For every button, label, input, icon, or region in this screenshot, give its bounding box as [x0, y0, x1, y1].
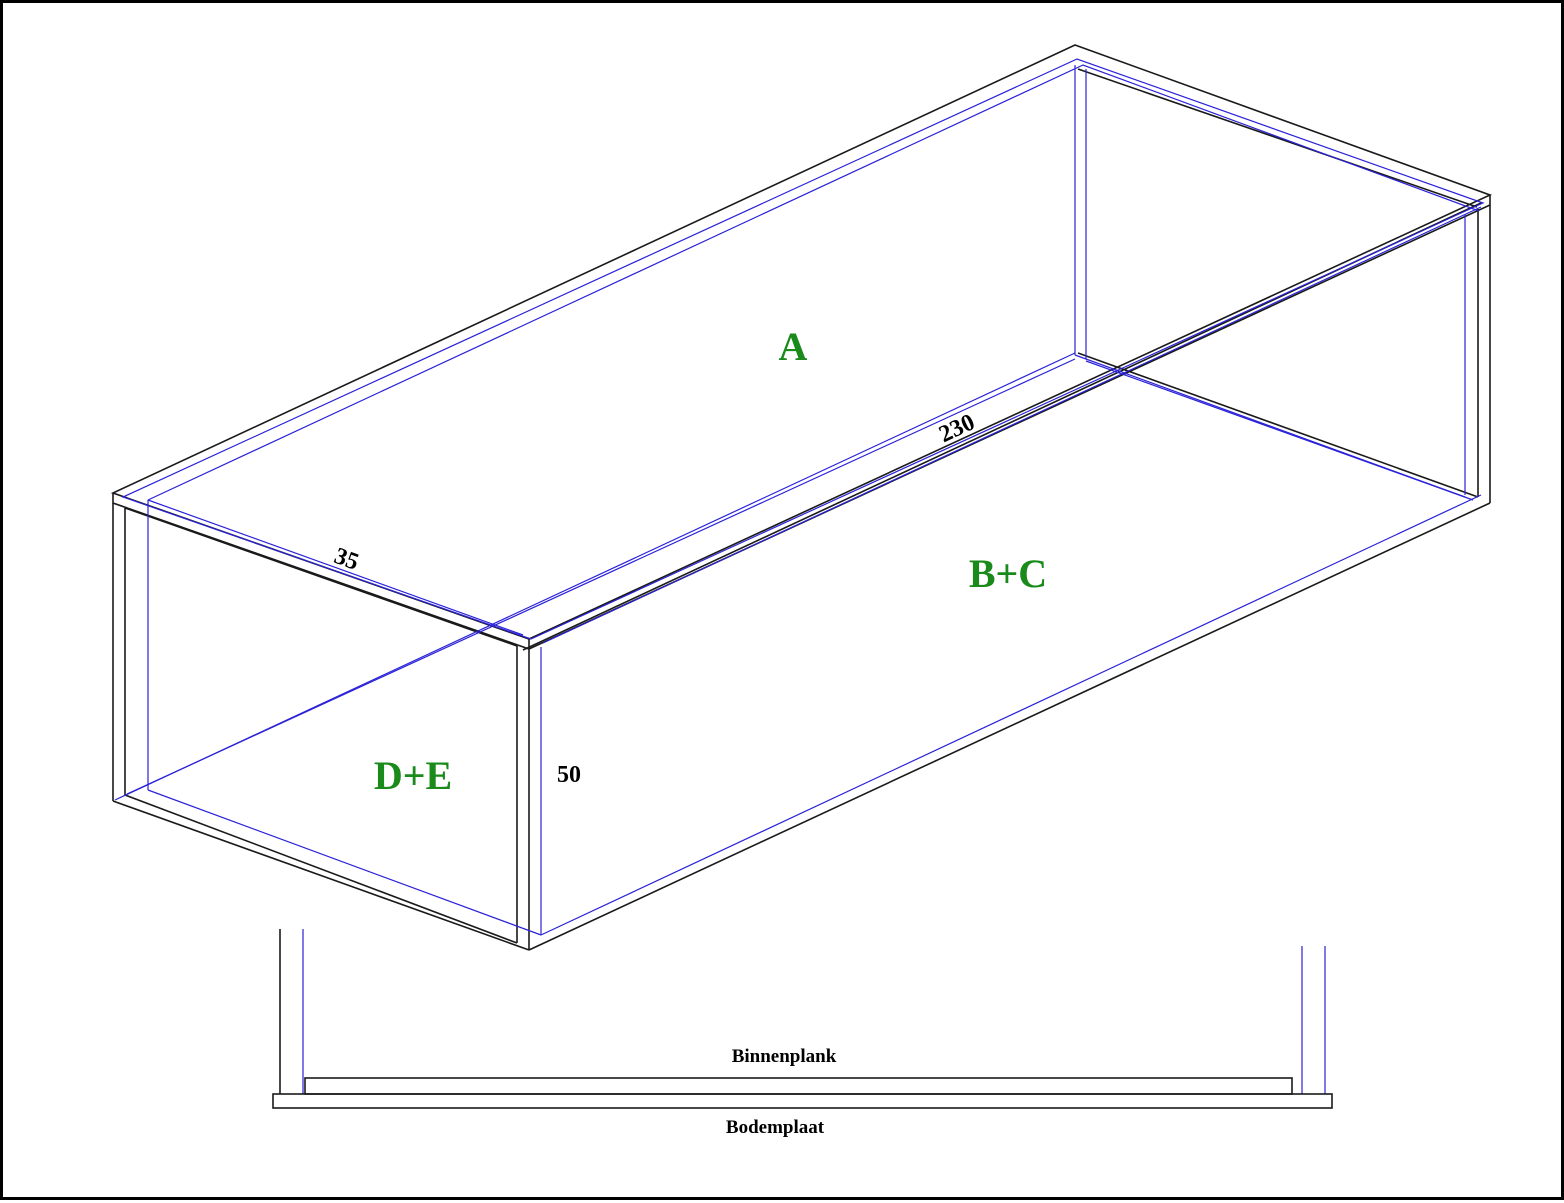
front-inner-top-edge: [542, 206, 1482, 644]
bottom-front-edge: [528, 502, 1491, 951]
top-inner-outline: [121, 58, 1485, 640]
cross-section: [272, 929, 1333, 1109]
top-board-thickness-edge: [112, 195, 1491, 650]
bottom-inner-front-edge: [540, 494, 1482, 936]
panel-label-front: B+C: [969, 551, 1047, 596]
bottom-left-edge: [112, 800, 530, 951]
side-panel-bottom-edge: [124, 794, 518, 944]
floor-right-edge-2: [1085, 360, 1474, 501]
inner-shelf-label: Binnenplank: [732, 1046, 837, 1067]
box-outer-edges: [110, 44, 1493, 951]
side-panel-top-edge: [124, 507, 518, 647]
inner-shelf-board: [304, 1077, 1293, 1095]
bottom-inner-left-edge: [147, 789, 542, 936]
bottom-plate-board: [272, 1093, 1333, 1109]
bottom-plate-label: Bodemplaat: [726, 1117, 825, 1138]
rear-panel-bottom-edge: [1077, 352, 1479, 498]
floor-back-edge-2: [126, 358, 1076, 795]
panel-label-side: D+E: [374, 753, 452, 798]
top-inner-offset: [147, 64, 1480, 501]
panel-label-top: A: [779, 324, 808, 369]
box-inner-edges: [114, 58, 1485, 936]
rear-panel-inner-top-edge: [1077, 68, 1478, 208]
dimension-height: 50: [557, 762, 581, 788]
cabinet-drawing: A B+C D+E 230 35 50 Binnenplank Bodempla…: [110, 44, 1493, 1138]
top-front-inner-edge: [147, 499, 524, 636]
